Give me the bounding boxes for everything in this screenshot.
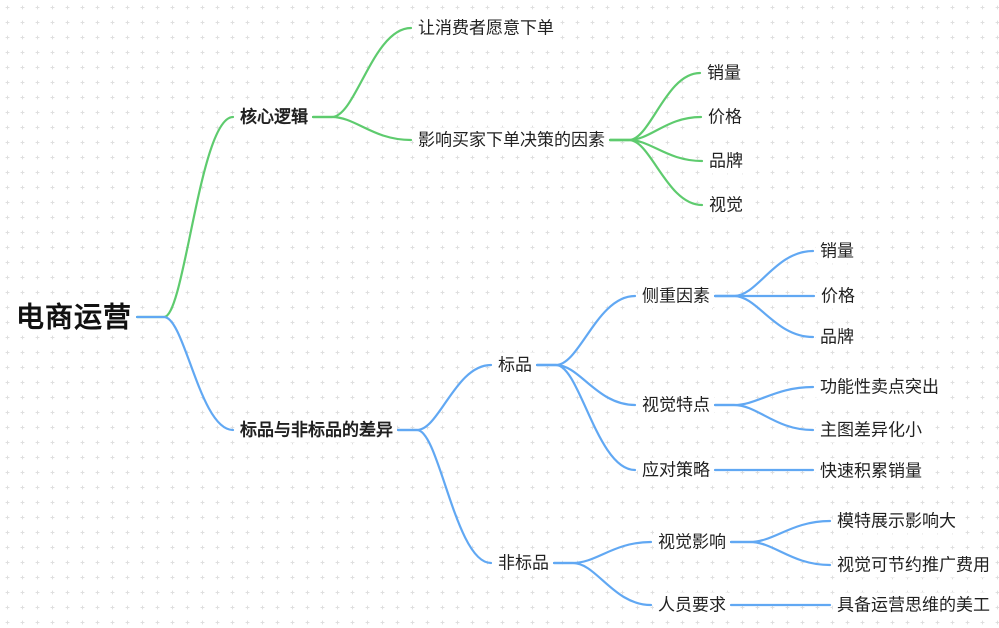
node-visual-impact[interactable]: 视觉影响	[654, 529, 730, 555]
node-sales-volume[interactable]: 销量	[703, 60, 745, 86]
node-brand-2[interactable]: 品牌	[816, 324, 858, 350]
node-standard-product[interactable]: 标品	[494, 352, 536, 378]
node-quickly-accumulate-sales[interactable]: 快速积累销量	[816, 458, 926, 484]
node-response-strategy[interactable]: 应对策略	[638, 457, 714, 483]
node-main-image-low-differentiation[interactable]: 主图差异化小	[816, 417, 926, 443]
node-operational-minded-designer[interactable]: 具备运营思维的美工	[833, 592, 994, 618]
node-visual-characteristics[interactable]: 视觉特点	[638, 392, 714, 418]
node-price[interactable]: 价格	[704, 104, 746, 130]
edge-decision-factors-to-visual	[608, 138, 704, 207]
edge-core-logic-to-decision-factors	[311, 115, 413, 142]
node-visual[interactable]: 视觉	[705, 192, 747, 218]
node-make-consumers-order[interactable]: 让消费者愿意下单	[414, 15, 558, 41]
edge-standard-vs-nonstandard-to-standard-product	[396, 363, 493, 432]
node-standard-vs-nonstandard[interactable]: 标品与非标品的差异	[236, 417, 397, 443]
node-nonstandard-product[interactable]: 非标品	[494, 550, 553, 576]
node-decision-factors[interactable]: 影响买家下单决策的因素	[414, 127, 609, 153]
node-focus-factors[interactable]: 侧重因素	[638, 283, 714, 309]
edge-focus-factors-to-brand-2	[713, 294, 815, 339]
node-personnel-requirements[interactable]: 人员要求	[654, 592, 730, 618]
edge-group	[135, 26, 832, 607]
edge-root-to-core-logic	[135, 115, 235, 319]
node-core-logic[interactable]: 核心逻辑	[236, 104, 312, 130]
edge-core-logic-to-make-consumers-order	[311, 26, 413, 119]
edge-visual-characteristics-to-main-image-low-differentiation	[713, 403, 815, 432]
node-price-2[interactable]: 价格	[817, 283, 859, 309]
node-root[interactable]: 电商运营	[12, 303, 137, 331]
node-model-display-impact[interactable]: 模特展示影响大	[833, 508, 960, 534]
edge-root-to-standard-vs-nonstandard	[135, 315, 235, 432]
node-functional-selling-points[interactable]: 功能性卖点突出	[816, 374, 943, 400]
edge-standard-vs-nonstandard-to-nonstandard-product	[396, 428, 493, 565]
edge-visual-impact-to-visual-saves-promotion-cost	[729, 540, 832, 567]
edge-standard-product-to-response-strategy	[535, 363, 637, 472]
edge-nonstandard-product-to-personnel-requirements	[552, 561, 653, 607]
node-brand[interactable]: 品牌	[705, 148, 747, 174]
node-visual-saves-promotion-cost[interactable]: 视觉可节约推广费用	[833, 552, 994, 578]
node-sales-volume-2[interactable]: 销量	[816, 238, 858, 264]
